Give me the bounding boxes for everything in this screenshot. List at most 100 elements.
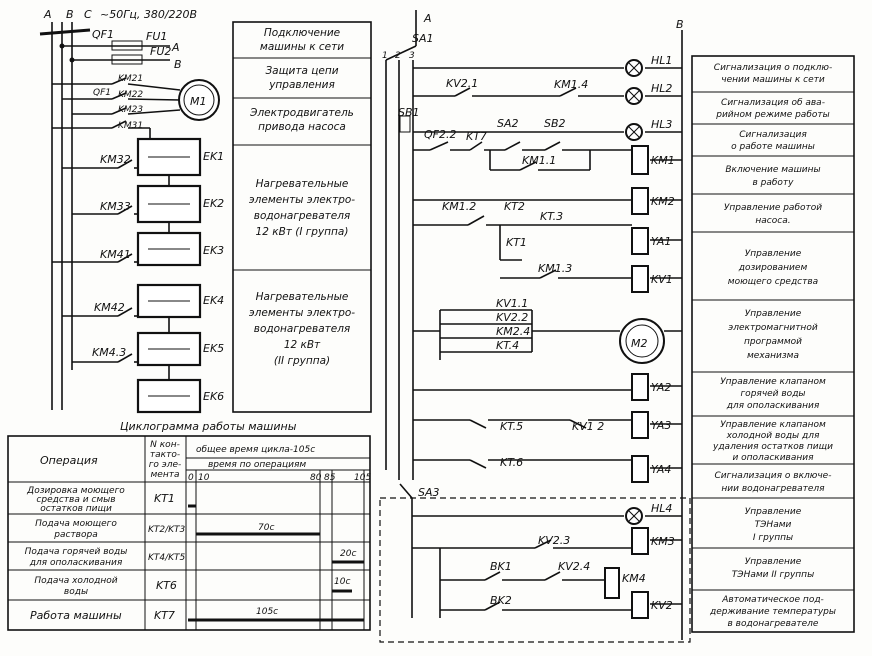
row-4-op: Работа машины: [30, 609, 122, 622]
tick-10: 10: [198, 473, 210, 483]
coil-km4: [604, 567, 620, 599]
row-1-dur: 70с: [258, 523, 274, 533]
km22-label: KM22: [118, 90, 143, 100]
row-2-contact: KT4/KT5: [148, 553, 186, 563]
kt2-label: KT2: [504, 200, 525, 213]
sa-pos-2: 2: [395, 51, 401, 61]
cyclogram-title: Циклограмма работы машины: [120, 420, 297, 433]
bk2-label: BK2: [490, 594, 512, 607]
tick-80: 80: [310, 473, 322, 483]
heaters-group: EK1 EK2 EK3 EK4 EK5 EK6 KM32 KM33 KM41 K…: [52, 137, 224, 414]
phase-lines: [39, 22, 170, 410]
ek5-label: EK5: [203, 342, 224, 355]
qf1-label: QF1: [92, 28, 114, 41]
km13-label: KM1.3: [538, 262, 572, 275]
kt1-label: KT1: [506, 236, 527, 249]
coils: KM1 KM2 YA1 KV1 YA2 YA3 YA4 KM3 KV2: [631, 145, 675, 619]
tick-85: 85: [324, 473, 336, 483]
phase-a-label: A: [43, 8, 52, 21]
kv1-coil-label: KV1: [651, 273, 673, 286]
col-contact: N кон-такто-го эле-мента: [149, 440, 182, 480]
sa-pos-1: 1: [382, 51, 388, 61]
right-description-table: Сигнализация о подклю-чении машины к сет…: [691, 55, 855, 633]
km12-label: KM1.2: [442, 200, 476, 213]
phase-b-label: B: [66, 8, 74, 21]
row-2-dur: 20с: [340, 549, 356, 559]
coil-ya2: [631, 373, 649, 401]
km14-label: KM1.4: [554, 78, 588, 91]
kv12-label: KV2.2: [496, 311, 528, 324]
hl3-label: HL3: [651, 118, 672, 131]
hl4-label: HL4: [651, 502, 672, 515]
kv2-coil-label: KV2: [651, 599, 673, 612]
motor-m1-block: KM21 KM22 KM23 KM31 QF1 M1: [52, 74, 220, 138]
col-operation: Операция: [40, 454, 98, 467]
ek3-label: EK3: [203, 244, 224, 257]
row-1-contact: KT2/KT3: [148, 525, 186, 535]
right-desc-12: Автоматическое под-держивание температур…: [709, 595, 836, 629]
km31-label: KM31: [118, 121, 143, 131]
bus-a-label: A: [423, 12, 432, 25]
ya2-coil-label: YA2: [651, 381, 671, 394]
row-3-contact: KT6: [156, 579, 177, 592]
ek1-label: EK1: [203, 150, 224, 163]
coil-ya3: [631, 411, 649, 439]
km23-label: KM23: [118, 105, 143, 115]
lamp-hl4: [625, 507, 643, 525]
kv12b-label: KV1 2: [572, 420, 604, 433]
sa-pos-3: 3: [409, 51, 415, 61]
phase-c-label: C: [84, 8, 92, 21]
kt4-label: KT.4: [496, 339, 519, 352]
motor-m1-label: M1: [190, 95, 207, 108]
kt5-label: KT.5: [500, 420, 523, 433]
sa3-label: SA3: [418, 486, 440, 499]
coil-km1: [631, 145, 649, 175]
ya3-coil-label: YA3: [651, 419, 671, 432]
lamps: HL1 HL2 HL3 HL4: [625, 54, 672, 525]
ya1-coil-label: YA1: [651, 235, 671, 248]
coil-km2: [631, 187, 649, 215]
tick-105: 105: [354, 473, 371, 483]
km43-label: KM4.3: [92, 346, 126, 359]
control-circuit: A B SA1 1 2 3 KV2.1 KM1.4 SB1 QF2.2 KT7 …: [379, 10, 691, 643]
col-ops: время по операциям: [208, 460, 306, 470]
coil-kv2: [631, 591, 649, 619]
row-3-dur: 10с: [334, 577, 350, 587]
km21-label: KM21: [118, 74, 143, 84]
km41-label: KM41: [100, 248, 131, 261]
col-total: общее время цикла-105с: [196, 445, 315, 455]
km4-label: KM4: [622, 572, 646, 585]
motor-m2-label: M2: [631, 337, 648, 350]
right-desc-9: Сигнализация о включе-нии водонагревател…: [715, 471, 832, 494]
hl1-label: HL1: [651, 54, 672, 67]
kv11-label: KV1.1: [496, 297, 528, 310]
coil-ya1: [631, 227, 649, 255]
bk1-label: BK1: [490, 560, 512, 573]
supply-header: A B C ~50Гц, 380/220В QF1 FU1 FU2 A B: [43, 8, 197, 71]
coil-kv1: [631, 265, 649, 293]
row-0-contact: KT1: [154, 492, 175, 505]
kv23-label: KV2.3: [538, 534, 570, 547]
sb1-label: SB1: [398, 106, 420, 119]
km11-label: KM1.1: [522, 154, 556, 167]
fu2-label: FU2: [150, 45, 171, 58]
lamp-hl3: [625, 123, 643, 141]
right-desc-1: Сигнализация об ава-рийном режиме работы: [715, 98, 829, 120]
fu-b-label: B: [174, 58, 182, 71]
ya4-coil-label: YA4: [651, 463, 671, 476]
km42-label: KM42: [94, 301, 125, 314]
